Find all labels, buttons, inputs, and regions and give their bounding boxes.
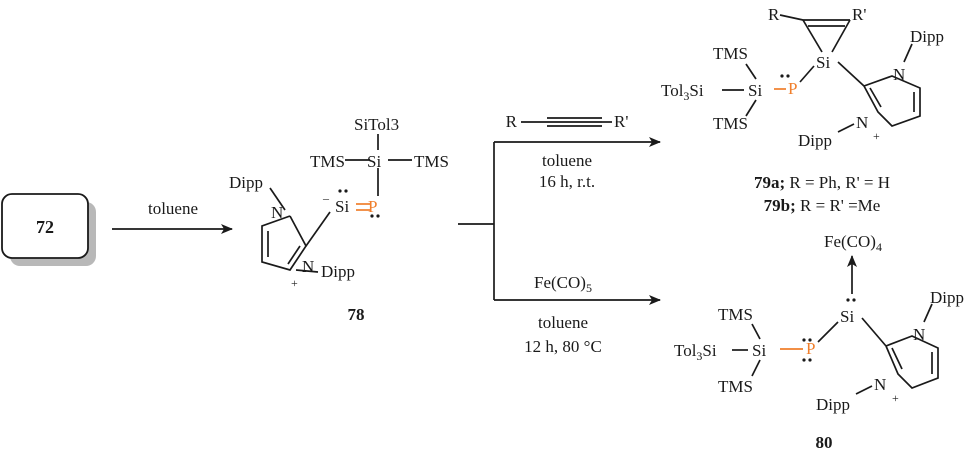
plus-79: + <box>873 129 880 143</box>
upper-conditions-solvent: toluene <box>542 151 592 170</box>
n-79-bottom: N <box>856 113 868 132</box>
compound-79b-label: 79b; R = R' =Me <box>764 196 881 215</box>
tol3si-80: Tol3Si <box>674 341 717 363</box>
dipp-79-top: Dipp <box>910 27 944 46</box>
n-80-top: N <box>913 325 925 344</box>
arrow-toluene: toluene <box>112 199 233 234</box>
n-80-bottom: N <box>874 375 886 394</box>
si-80-silyl: Si <box>752 341 766 360</box>
si-79-silyl: Si <box>748 81 762 100</box>
tms-79-top: TMS <box>713 44 748 63</box>
dipp-80-top: Dipp <box>930 288 964 307</box>
si-center: Si <box>335 197 349 216</box>
dipp-top: Dipp <box>229 173 263 192</box>
n-top: N <box>271 203 283 222</box>
n-bottom: N <box>302 257 314 276</box>
si-upper: Si <box>367 152 381 171</box>
compound-72-label: 72 <box>36 217 54 237</box>
r-top: R <box>768 5 780 24</box>
tol3si-79: Tol3Si <box>661 81 704 103</box>
upper-conditions-time: 16 h, r.t. <box>539 172 595 191</box>
compound-79a-label: 79a; R = Ph, R' = H <box>754 173 890 192</box>
plus-80: + <box>892 391 899 405</box>
compound-78-label: 78 <box>348 305 365 324</box>
lower-conditions-solvent: toluene <box>538 313 588 332</box>
si-80: Si <box>840 307 854 326</box>
p-atom: P <box>368 197 377 216</box>
dipp-79-bottom: Dipp <box>798 131 832 150</box>
feco4: Fe(CO)4 <box>824 232 882 254</box>
branch-arrows <box>458 137 661 305</box>
minus-charge: – <box>322 191 330 205</box>
compound-79-structure: R R' Si P Si Tol3Si TMS TMS N Dipp N + D… <box>661 5 944 150</box>
si-79: Si <box>816 53 830 72</box>
sitol3: SiTol3 <box>354 115 399 134</box>
compound-78-structure: Dipp N N + Dipp Si – P Si TMS TMS SiTol3 <box>229 115 449 290</box>
tms-80-top: TMS <box>718 305 753 324</box>
p-79: P <box>788 79 797 98</box>
lower-reagent: Fe(CO)5 <box>534 273 592 295</box>
dipp-bottom: Dipp <box>321 262 355 281</box>
tms-right: TMS <box>414 152 449 171</box>
tms-80-bottom: TMS <box>718 377 753 396</box>
tms-79-bottom: TMS <box>713 114 748 133</box>
alkyne-r: R <box>506 112 518 131</box>
compound-72-box: 72 <box>1 193 96 266</box>
p-80: P <box>806 339 815 358</box>
alkyne-r-prime: R' <box>614 112 628 131</box>
plus-charge: + <box>291 276 298 290</box>
compound-80-structure: Fe(CO)4 Si P Si Tol3Si TMS TMS N Dipp N … <box>674 232 964 414</box>
n-79-top: N <box>893 65 905 84</box>
r-prime-top: R' <box>852 5 866 24</box>
alkyne-reagent: R R' <box>506 112 629 131</box>
dipp-80-bottom: Dipp <box>816 395 850 414</box>
lower-conditions-time: 12 h, 80 °C <box>524 337 602 356</box>
arrow-reagent-toluene: toluene <box>148 199 198 218</box>
compound-80-label: 80 <box>816 433 833 452</box>
tms-left: TMS <box>310 152 345 171</box>
